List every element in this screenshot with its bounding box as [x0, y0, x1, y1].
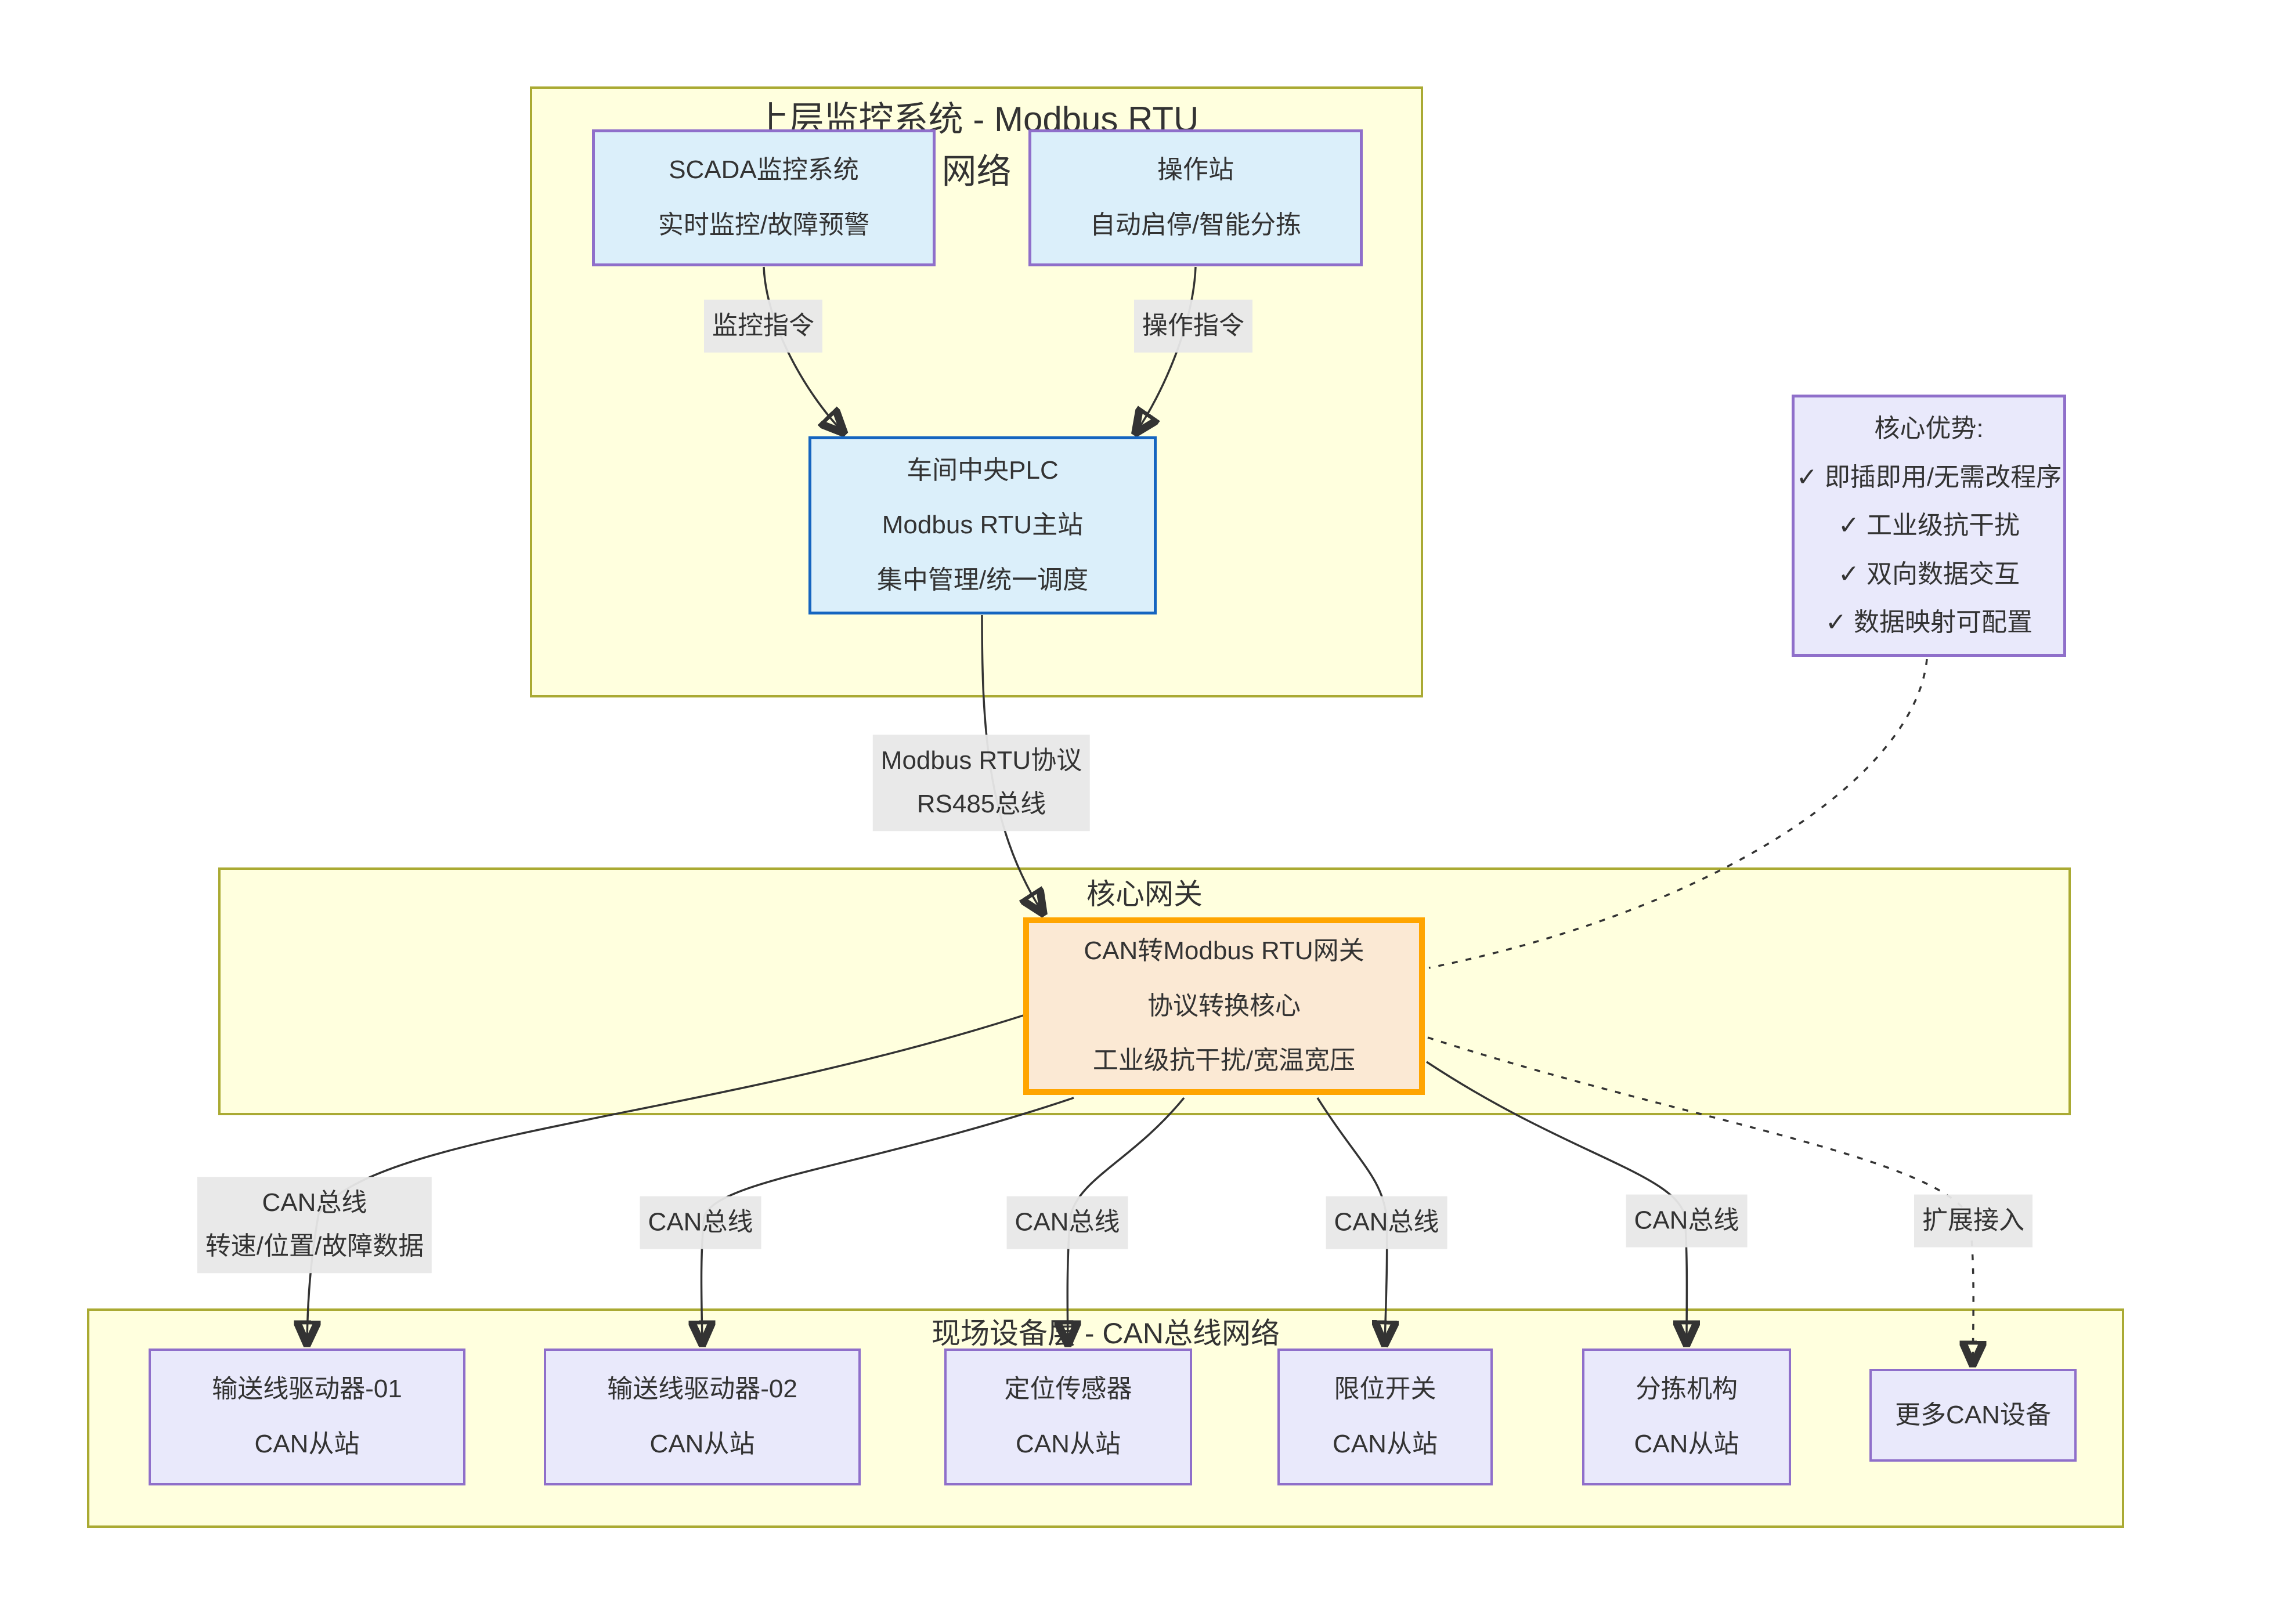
edge-label-monitor-cmd: 监控指令 [704, 299, 822, 353]
node-scada: SCADA监控系统 实时监控/故障预警 [592, 129, 936, 266]
node-driver01: 输送线驱动器-01 CAN从站 [149, 1349, 465, 1485]
node-more-can-devices: 更多CAN设备 [1869, 1369, 2077, 1462]
node-gateway: CAN转Modbus RTU网关 协议转换核心 工业级抗干扰/宽温宽压 [1023, 917, 1425, 1095]
edge-scada-to-plc [763, 266, 843, 432]
edge-operator-to-plc [1136, 266, 1197, 432]
node-operator-station: 操作站 自动启停/智能分拣 [1028, 129, 1363, 266]
edge-label-can-bus-5: CAN总线 [1626, 1194, 1748, 1248]
node-sorter: 分拣机构 CAN从站 [1582, 1349, 1791, 1485]
node-plc: 车间中央PLC Modbus RTU主站 集中管理/统一调度 [808, 436, 1157, 614]
node-limit-switch: 限位开关 CAN从站 [1277, 1349, 1493, 1485]
node-advantages: 核心优势: ✓ 即插即用/无需改程序 ✓ 工业级抗干扰 ✓ 双向数据交互 ✓ 数… [1792, 395, 2066, 657]
edge-label-expand-access: 扩展接入 [1914, 1194, 2033, 1248]
edge-label-can-bus-data: CAN总线 转速/位置/故障数据 [197, 1177, 432, 1273]
edge-label-can-bus-4: CAN总线 [1326, 1196, 1447, 1249]
node-position-sensor: 定位传感器 CAN从站 [944, 1349, 1192, 1485]
edge-label-operate-cmd: 操作指令 [1134, 299, 1252, 353]
node-driver02: 输送线驱动器-02 CAN从站 [544, 1349, 861, 1485]
field-container-title: 现场设备层 - CAN总线网络 [932, 1317, 1280, 1350]
edge-label-can-bus-2: CAN总线 [640, 1196, 761, 1249]
gateway-container-title: 核心网关 [1086, 878, 1203, 910]
edge-label-can-bus-3: CAN总线 [1006, 1196, 1128, 1249]
edge-advantages-to-gateway [1428, 659, 1928, 969]
edge-label-modbus-bus: Modbus RTU协议 RS485总线 [872, 735, 1091, 831]
